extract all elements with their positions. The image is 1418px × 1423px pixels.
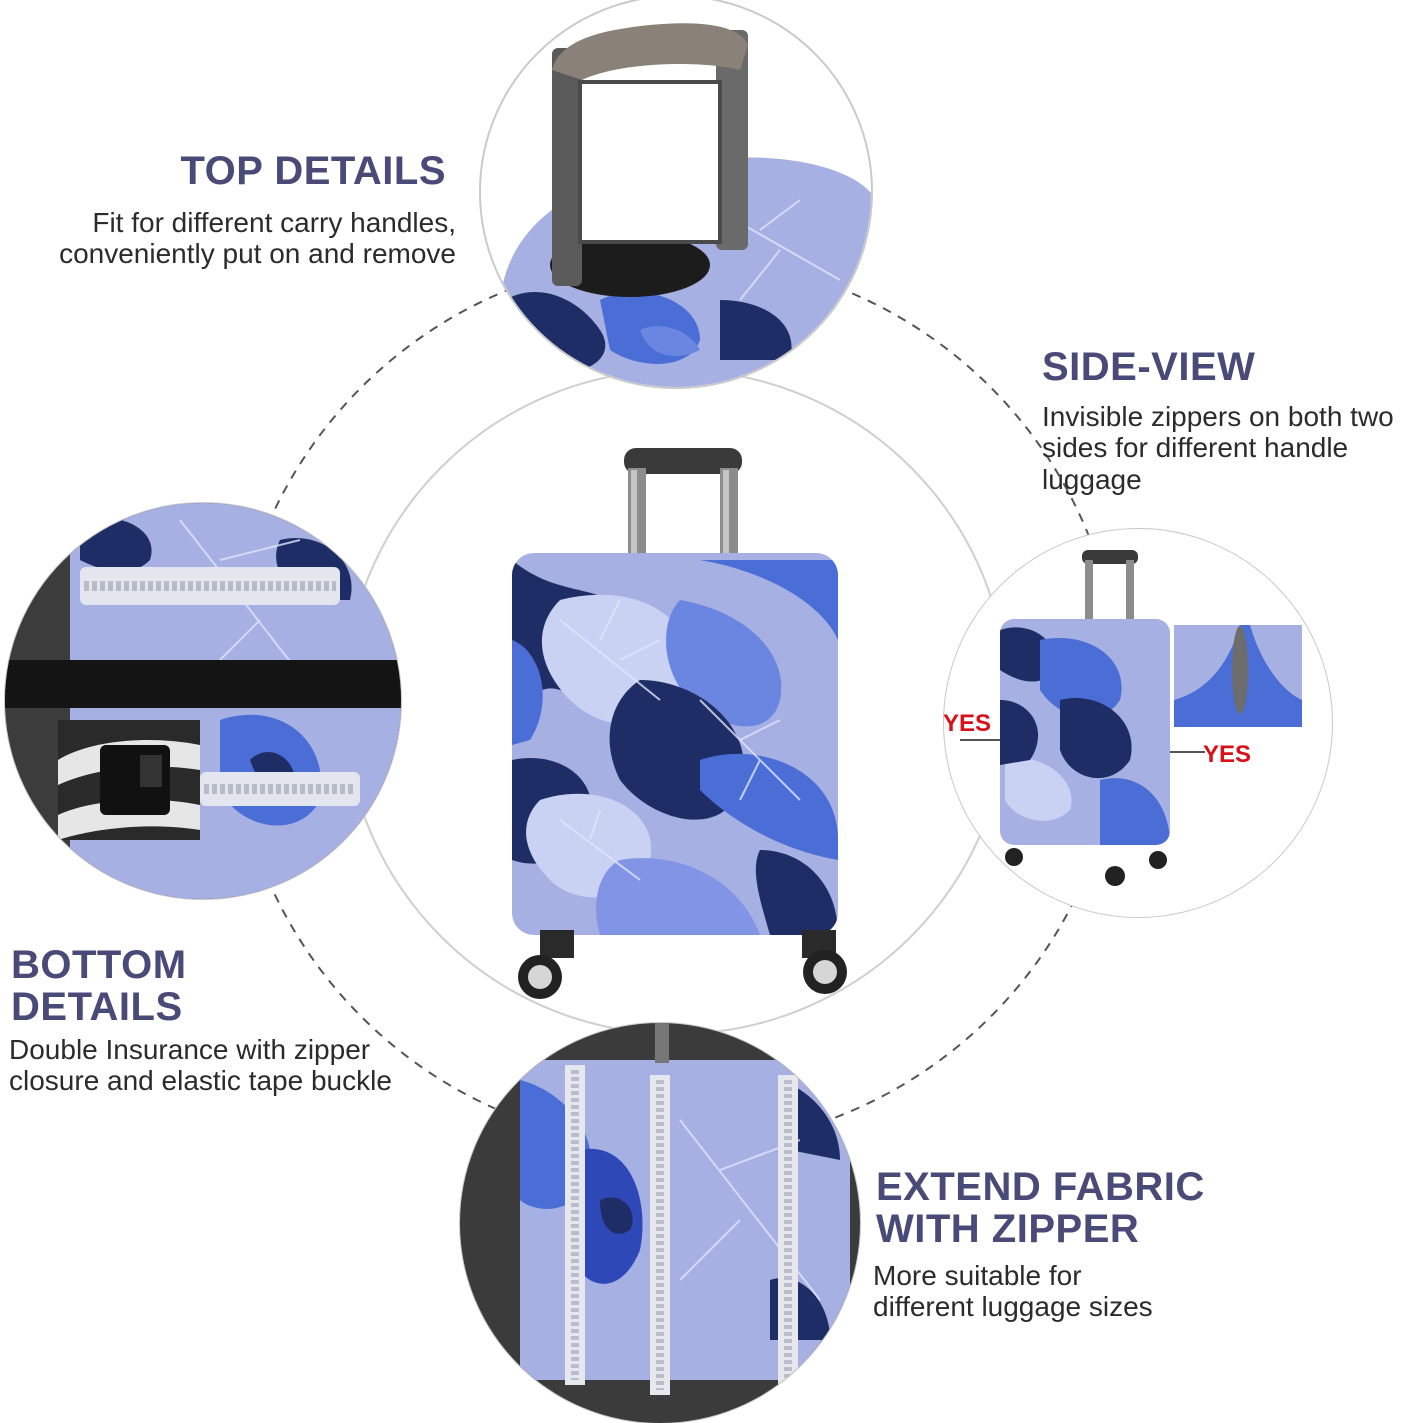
top-details-heading: TOP DETAILS xyxy=(180,149,446,193)
side-view-photo: YES YES xyxy=(943,528,1333,918)
side-view-heading: SIDE-VIEW xyxy=(1042,345,1256,389)
zipper-icon xyxy=(80,567,360,806)
top-detail-photo xyxy=(479,0,873,389)
bottom-details-heading: BOTTOM DETAILS xyxy=(11,943,187,1029)
yes-label-right: YES xyxy=(1203,741,1251,768)
wheel-icon xyxy=(518,930,847,999)
top-details-description: Fit for different carry handles, conveni… xyxy=(59,207,456,270)
extend-fabric-photo xyxy=(459,1022,861,1423)
extend-fabric-description: More suitable for different luggage size… xyxy=(873,1260,1153,1323)
zipper-icon xyxy=(565,1065,798,1395)
extend-fabric-heading: EXTEND FABRIC WITH ZIPPER xyxy=(876,1165,1205,1251)
luggage-handle-icon xyxy=(552,23,748,286)
bottom-details-description: Double Insurance with zipper closure and… xyxy=(9,1034,392,1097)
suitcase-icon xyxy=(512,448,847,999)
yes-label-left: YES xyxy=(943,710,991,737)
bottom-detail-photo xyxy=(4,502,402,900)
side-view-description: Invisible zippers on both two sides for … xyxy=(1042,401,1394,495)
buckle-icon xyxy=(58,720,200,840)
